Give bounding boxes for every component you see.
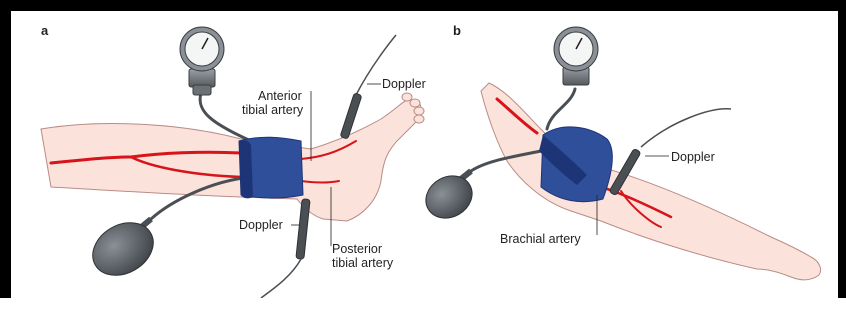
- inflation-bulb-icon-b: [418, 168, 480, 227]
- anterior-label-line2: tibial artery: [242, 103, 304, 117]
- blood-pressure-cuff-icon: [239, 137, 303, 198]
- doppler-bottom-label: Doppler: [239, 218, 283, 232]
- doppler-top-label: Doppler: [382, 77, 426, 91]
- sphygmomanometer-gauge-icon-b: [554, 27, 598, 85]
- bottom-strip: [0, 298, 846, 324]
- arm-b: [481, 83, 821, 280]
- panel-b-letter: b: [453, 23, 461, 38]
- panel-a: a: [41, 23, 426, 298]
- diagram-canvas: a: [11, 11, 838, 298]
- posterior-label-line1: Posterior: [332, 242, 382, 256]
- doppler-probe-icon-bottom: [261, 199, 310, 298]
- inflation-bulb-icon: [83, 212, 162, 286]
- figure-panel: a: [11, 11, 838, 298]
- posterior-label-line2: tibial artery: [332, 256, 394, 270]
- blood-pressure-cuff-icon-b: [539, 127, 612, 202]
- anterior-label-line1: Anterior: [258, 89, 302, 103]
- doppler-label-b: Doppler: [671, 150, 715, 164]
- brachial-label: Brachial artery: [500, 232, 581, 246]
- panel-b: b: [418, 23, 820, 280]
- sphygmomanometer-gauge-icon: [180, 27, 224, 95]
- panel-a-letter: a: [41, 23, 49, 38]
